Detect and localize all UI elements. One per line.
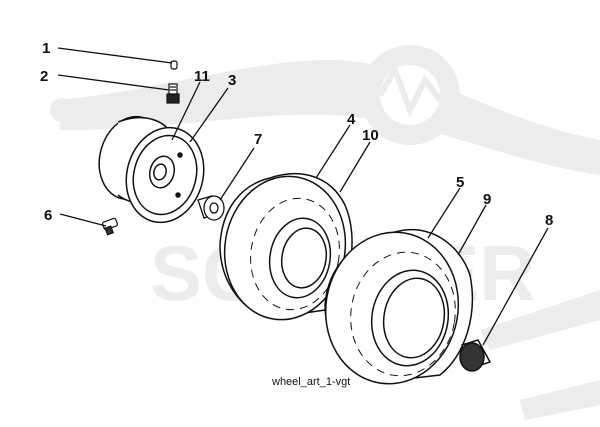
callout-label-4: 4 bbox=[347, 111, 356, 128]
callout-label-11: 11 bbox=[194, 68, 210, 85]
callout-label-3: 3 bbox=[228, 72, 236, 89]
callout-label-8: 8 bbox=[545, 212, 553, 229]
callout-label-9: 9 bbox=[483, 191, 491, 208]
valve-cap-part bbox=[170, 60, 178, 70]
bushing-part bbox=[197, 195, 225, 221]
grease-fitting-part bbox=[102, 217, 118, 236]
callout-label-10: 10 bbox=[362, 127, 379, 144]
callout-label-6: 6 bbox=[44, 207, 52, 224]
callout-label-5: 5 bbox=[456, 174, 464, 191]
callout-label-1: 1 bbox=[42, 40, 50, 57]
wheel-rim-part bbox=[98, 115, 205, 224]
hub-cap-part bbox=[459, 339, 492, 372]
watermark-logo bbox=[50, 45, 600, 420]
callout-label-2: 2 bbox=[40, 68, 48, 85]
leader-lines bbox=[57, 47, 549, 346]
figure-caption: wheel_art_1-vgt bbox=[271, 376, 350, 388]
valve-stem-part bbox=[166, 83, 180, 104]
callout-label-7: 7 bbox=[254, 131, 262, 148]
front-tire-part bbox=[324, 228, 474, 385]
rear-tire-part bbox=[219, 173, 353, 321]
